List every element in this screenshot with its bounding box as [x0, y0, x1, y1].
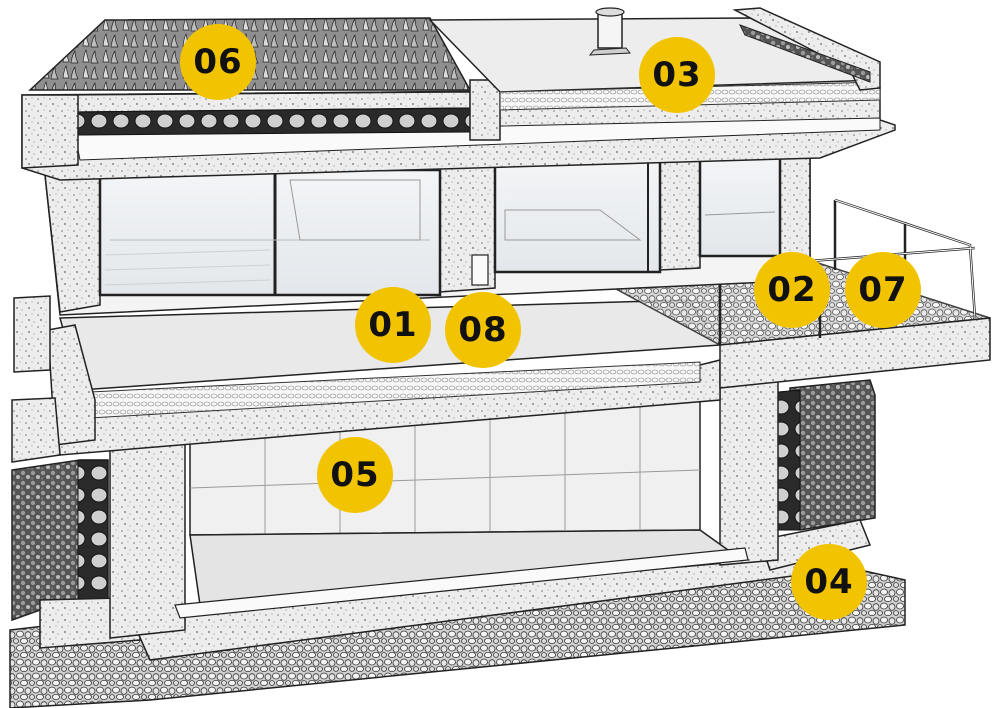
callout-marker-01: 01 — [355, 287, 431, 363]
callout-marker-02: 02 — [754, 252, 830, 328]
callout-marker-06: 06 — [180, 24, 256, 100]
left-backfill — [11, 459, 109, 622]
vent-pipe — [588, 7, 632, 56]
callout-marker-03: 03 — [639, 37, 715, 113]
callout-marker-05: 05 — [317, 437, 393, 513]
left-facade-wall — [11, 295, 61, 463]
callout-marker-08: 08 — [445, 292, 521, 368]
callout-marker-04: 04 — [791, 544, 867, 620]
callout-marker-07: 07 — [845, 252, 921, 328]
window-1 — [98, 168, 442, 297]
window-3 — [698, 154, 782, 258]
right-backfill — [777, 379, 876, 531]
window-2 — [493, 158, 662, 274]
upper-floor-facade — [44, 150, 811, 316]
